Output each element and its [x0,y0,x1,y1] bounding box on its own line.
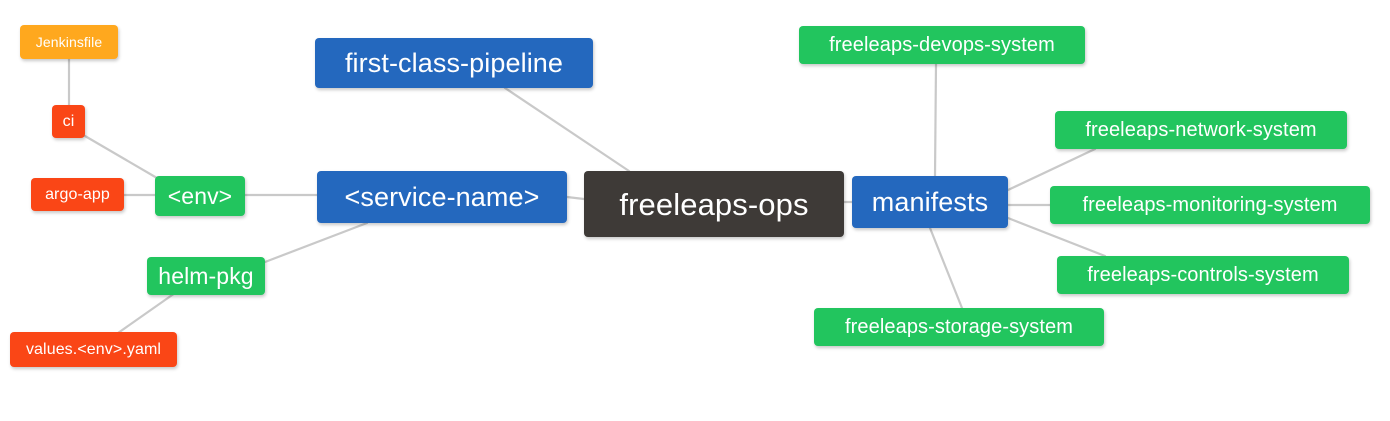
node-jenkinsfile[interactable]: Jenkinsfile [20,25,118,59]
node-network-system[interactable]: freeleaps-network-system [1055,111,1347,149]
node-label-env: <env> [167,182,233,209]
node-label-devops-system: freeleaps-devops-system [829,34,1055,56]
node-label-monitoring-system: freeleaps-monitoring-system [1082,194,1338,216]
node-label-jenkinsfile: Jenkinsfile [35,34,103,50]
edge-service-name-to-helm-pkg [263,221,369,264]
node-label-ci: ci [62,112,75,130]
node-label-controls-system: freeleaps-controls-system [1087,264,1319,286]
edge-first-class-pipeline-to-freeleaps-ops [503,86,631,173]
node-label-values-yaml: values.<env>.yaml [25,340,162,358]
node-label-helm-pkg: helm-pkg [158,262,254,289]
node-label-freeleaps-ops: freeleaps-ops [619,186,809,222]
edge-manifests-to-storage-system [928,226,964,310]
node-label-argo-app: argo-app [45,185,110,203]
node-helm-pkg[interactable]: helm-pkg [147,257,265,295]
node-label-storage-system: freeleaps-storage-system [844,316,1074,338]
node-label-manifests: manifests [871,186,989,217]
node-manifests[interactable]: manifests [852,176,1008,228]
node-ci[interactable]: ci [52,105,85,138]
edge-helm-pkg-to-values-yaml [116,291,177,335]
node-storage-system[interactable]: freeleaps-storage-system [814,308,1104,346]
edge-manifests-to-network-system [1006,147,1097,192]
edge-ci-to-env [83,134,159,180]
node-label-service-name: <service-name> [344,181,540,212]
node-values-yaml[interactable]: values.<env>.yaml [10,332,177,367]
node-monitoring-system[interactable]: freeleaps-monitoring-system [1050,186,1370,224]
node-devops-system[interactable]: freeleaps-devops-system [799,26,1085,64]
node-controls-system[interactable]: freeleaps-controls-system [1057,256,1349,294]
node-first-class-pipeline[interactable]: first-class-pipeline [315,38,593,88]
node-label-network-system: freeleaps-network-system [1085,119,1317,141]
node-freeleaps-ops[interactable]: freeleaps-ops [584,171,844,237]
node-argo-app[interactable]: argo-app [31,178,124,211]
node-label-first-class-pipeline: first-class-pipeline [344,47,564,78]
node-service-name[interactable]: <service-name> [317,171,567,223]
edge-service-name-to-freeleaps-ops [565,195,586,201]
edge-manifests-to-devops-system [933,62,938,178]
node-env[interactable]: <env> [155,176,245,216]
